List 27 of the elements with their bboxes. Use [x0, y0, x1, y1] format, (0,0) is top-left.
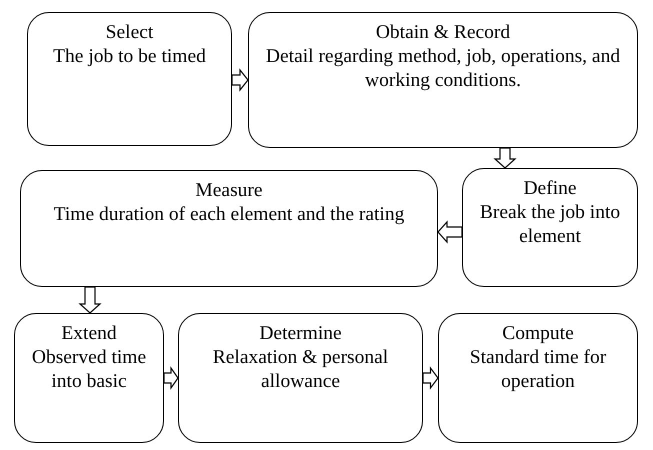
step-title: Extend	[61, 322, 117, 346]
step-description: The job to be timed	[53, 45, 206, 69]
block-arrow	[493, 147, 517, 169]
step-title: Obtain & Record	[376, 21, 510, 45]
process-box	[14, 313, 164, 443]
step-description: Observed time into basic	[30, 346, 148, 394]
process-box	[248, 12, 638, 148]
step-title: Determine	[259, 322, 342, 346]
block-arrow	[437, 220, 463, 244]
step-title: Define	[523, 177, 577, 201]
step-title: Select	[106, 21, 154, 45]
step-title: Compute	[502, 322, 574, 346]
block-arrow	[163, 366, 179, 390]
step-description: Standard time for operation	[468, 346, 608, 394]
process-box	[20, 170, 438, 287]
process-box	[178, 313, 423, 443]
block-arrow	[78, 286, 102, 314]
step-description: Time duration of each element and the rating	[54, 203, 404, 227]
process-box	[438, 313, 638, 443]
process-box	[27, 12, 232, 146]
block-arrow	[422, 366, 439, 390]
block-arrow	[231, 68, 249, 92]
step-description: Relaxation & personal allowance	[212, 346, 390, 394]
step-description: Detail regarding method, job, operations, and working conditions.	[264, 45, 622, 93]
step-description: Break the job into element	[478, 201, 622, 249]
step-title: Measure	[195, 179, 263, 203]
process-box	[462, 168, 638, 287]
